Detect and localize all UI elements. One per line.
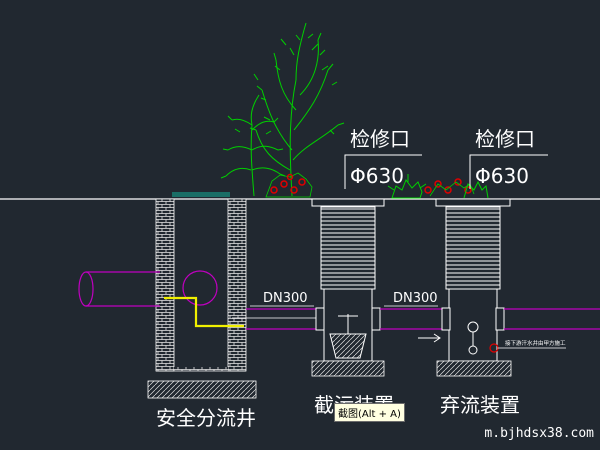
- overflow-weir-line: [164, 296, 244, 328]
- inflow-pipe: [78, 270, 218, 307]
- inspection-port-size-1: Φ630: [350, 164, 404, 188]
- well-cover: [172, 192, 230, 197]
- screenshot-tooltip: 截图(Alt + A): [334, 403, 405, 422]
- inspection-port-callout-2: 检修口 Φ630: [469, 127, 548, 189]
- pipe-label-1: DN300: [263, 291, 308, 306]
- diversion-device: [435, 198, 512, 377]
- inspection-port-title-1: 检修口: [350, 127, 410, 151]
- watermark-url: m.bjhdsx38.com: [484, 426, 594, 441]
- inspection-port-title-2: 检修口: [475, 127, 535, 151]
- flower-bed-icon: [265, 172, 313, 198]
- interception-device: [311, 198, 385, 377]
- shrub-icon: [220, 94, 286, 197]
- inspection-port-size-2: Φ630: [475, 164, 529, 188]
- outlet-annotation: 接下游汗水井由甲方施工: [505, 339, 566, 347]
- inspection-port-callout-1: 检修口 Φ630: [344, 127, 422, 189]
- safety-diversion-well: [147, 198, 257, 399]
- pipe-segment-2: [380, 308, 442, 330]
- outflow-pipe: [504, 308, 600, 330]
- pipe-segment-1: [246, 308, 316, 330]
- tree-icon: [249, 22, 345, 197]
- well-label-diversion: 弃流装置: [440, 393, 520, 417]
- pipe-label-2: DN300: [393, 291, 438, 306]
- well-label-safety-diversion: 安全分流井: [156, 406, 256, 430]
- flow-arrow-icon: [418, 333, 441, 343]
